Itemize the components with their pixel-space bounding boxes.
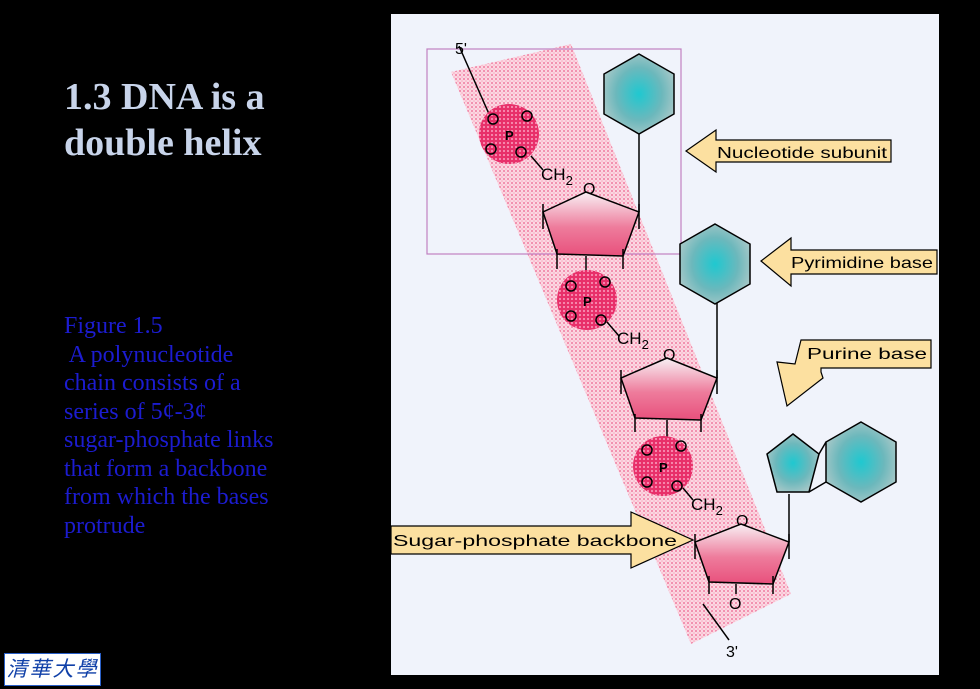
logo-text: 清華大學 xyxy=(6,657,99,681)
svg-text:Sugar-phosphate backbone: Sugar-phosphate backbone xyxy=(393,533,677,550)
caption-line: that form a backbone xyxy=(64,455,268,482)
ch2-label-1: CH2 xyxy=(541,165,573,188)
three-prime-tail xyxy=(702,603,730,641)
caption-line: chain consists of a xyxy=(64,370,241,396)
svg-text:P: P xyxy=(583,294,592,309)
purine-base-callout: Purine base xyxy=(776,339,932,408)
three-prime-label: 3' xyxy=(726,644,738,661)
caption-line: series of 5¢-3¢ xyxy=(64,398,207,425)
sugar-phosphate-band xyxy=(451,44,791,644)
svg-text:Nucleotide subunit: Nucleotide subunit xyxy=(717,145,888,162)
pyrimidine-ring-2 xyxy=(679,223,751,305)
sugar-phosphate-backbone-callout: Sugar-phosphate backbone xyxy=(391,511,695,569)
five-prime-tail xyxy=(458,45,490,115)
caption-line: A polynucleotide xyxy=(64,341,234,368)
title-line-1: 1.3 DNA is a xyxy=(64,76,265,118)
pyrimidine-ring-1 xyxy=(603,53,675,135)
phosphate-group-2: P xyxy=(557,270,617,330)
ch2-label-3: CH2 xyxy=(691,495,723,518)
deoxyribose-sugar-1 xyxy=(542,191,640,257)
svg-text:Pyrimidine base: Pyrimidine base xyxy=(791,255,933,272)
page-title: 1.3 DNA is a double helix xyxy=(64,74,364,166)
tsinghua-logo: 清華大學 xyxy=(4,653,101,686)
caption-line: from which the bases xyxy=(64,484,269,510)
phosphate-group-3: P xyxy=(633,436,693,496)
dna-diagram-svg: 5' P CH2 O P CH2 O xyxy=(391,41,938,661)
svg-text:Purine base: Purine base xyxy=(807,346,927,363)
svg-text:P: P xyxy=(659,460,668,475)
deoxyribose-sugar-3 xyxy=(694,523,790,585)
phosphate-group-1: P xyxy=(479,104,539,164)
nucleotide-subunit-callout: Nucleotide subunit xyxy=(684,128,892,174)
dna-diagram: 5' P CH2 O P CH2 O xyxy=(391,14,939,675)
purine-ring xyxy=(766,421,897,503)
figure-caption: Figure 1.5 A polynucleotide chain consis… xyxy=(64,312,364,540)
three-prime-oxygen: O xyxy=(729,596,741,613)
caption-line: Figure 1.5 xyxy=(64,313,163,339)
caption-line: protrude xyxy=(64,512,146,539)
caption-line: sugar-phosphate links xyxy=(64,427,274,453)
ch2-label-2: CH2 xyxy=(617,329,649,352)
five-prime-label: 5' xyxy=(455,41,467,58)
pyrimidine-base-callout: Pyrimidine base xyxy=(760,236,938,288)
nucleotide-subunit-box xyxy=(426,48,682,255)
title-line-2: double helix xyxy=(64,122,262,164)
svg-text:P: P xyxy=(505,128,514,143)
deoxyribose-sugar-2 xyxy=(620,357,718,421)
